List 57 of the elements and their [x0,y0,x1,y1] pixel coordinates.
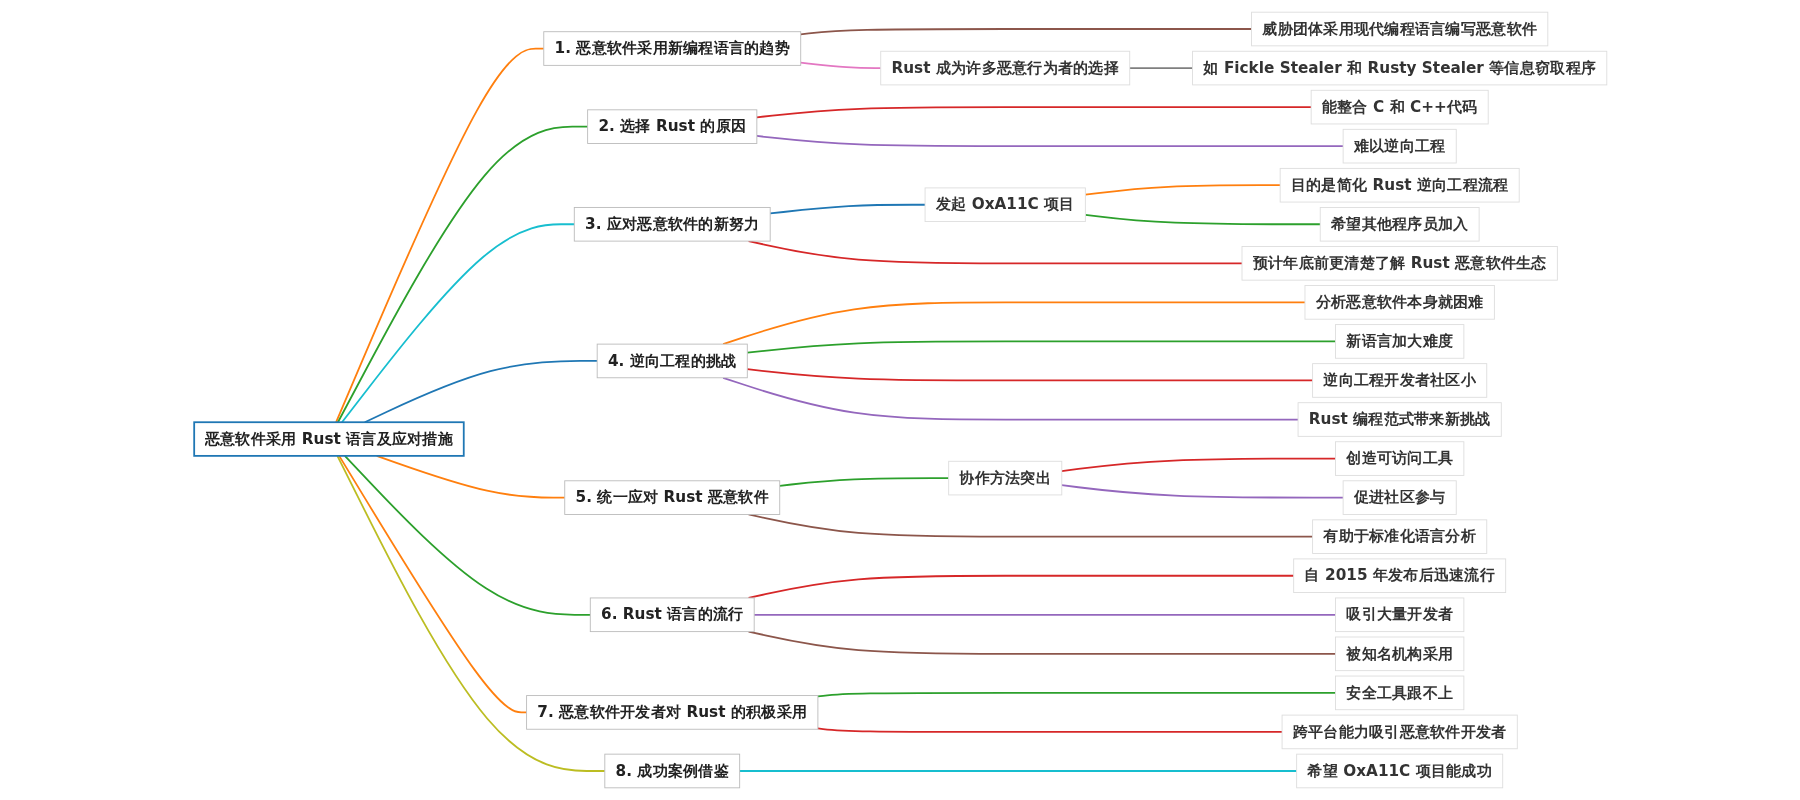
node-box: 协作方法突出 [947,460,1062,496]
connector [336,455,606,772]
node-box: 跨平台能力吸引恶意软件开发者 [1281,714,1518,750]
node-box: 如 Fickle Stealer 和 Rusty Stealer 等信息窃取程序 [1191,50,1607,86]
node-box: 3. 应对恶意软件的新努力 [573,207,771,242]
node-box: 目的是简化 Rust 逆向工程流程 [1279,167,1520,203]
node-box: 自 2015 年发布后迅速流行 [1292,558,1506,593]
connector [752,613,1336,616]
node-box: 发起 OxA11C 项目 [924,187,1086,223]
node-box: 2. 选择 Rust 的原因 [586,109,757,144]
connector [336,125,589,424]
connector [738,770,1298,772]
connector [1060,457,1336,472]
node-box: 1. 恶意软件采用新编程语言的趋势 [542,31,801,66]
node-box: 促进社区参与 [1342,480,1457,515]
connector [816,727,1283,733]
connector [334,47,545,424]
connector [1060,484,1344,499]
node-box: 被知名机构采用 [1334,636,1464,672]
node-box: 8. 成功案例借鉴 [603,753,740,789]
node-box: Rust 成为许多恶意行为者的选择 [879,50,1130,86]
connector [816,692,1336,698]
node-box: Rust 编程范式带来新挑战 [1297,402,1502,437]
node-box: 能整合 C 和 C++代码 [1310,89,1489,125]
connector [1128,67,1193,69]
node-box: 5. 统一应对 Rust 恶意软件 [563,480,780,515]
node-box: 希望 OxA11C 项目能成功 [1295,753,1503,789]
node-box: 6. Rust 语言的流行 [589,597,755,633]
connector [755,135,1344,148]
node-box: 新语言加大难度 [1334,324,1464,359]
node-box: 有助于标准化语言分析 [1311,519,1487,554]
connector [721,376,1299,421]
connector [343,455,591,616]
node-box: 难以逆向工程 [1342,128,1457,164]
node-box: 逆向工程开发者社区小 [1311,363,1487,398]
node-box: 吸引大量开发者 [1334,597,1464,633]
node-box: 分析恶意软件本身就困难 [1304,285,1495,320]
connector [778,477,950,487]
connector [363,360,598,424]
node-box: 预计年底前更清楚了解 Rust 恶意软件生态 [1241,246,1558,281]
connector [337,455,527,714]
connector [340,223,575,424]
connector [745,368,1313,382]
node-box: 4. 逆向工程的挑战 [596,343,748,379]
node-box: 恶意软件采用 Rust 语言及应对措施 [192,421,465,457]
connector [745,340,1336,354]
connector [799,61,882,69]
node-box: 7. 恶意软件开发者对 Rust 的积极采用 [525,695,818,730]
connector [755,106,1312,119]
node-box: 安全工具跟不上 [1334,675,1464,711]
connector [768,203,926,215]
node-box: 威胁团体采用现代编程语言编写恶意软件 [1250,11,1548,47]
node-box: 希望其他程序员加入 [1319,207,1480,242]
connector [1083,213,1321,226]
node-box: 创造可访问工具 [1334,441,1464,476]
connector [799,28,1252,36]
connector [1083,184,1281,196]
